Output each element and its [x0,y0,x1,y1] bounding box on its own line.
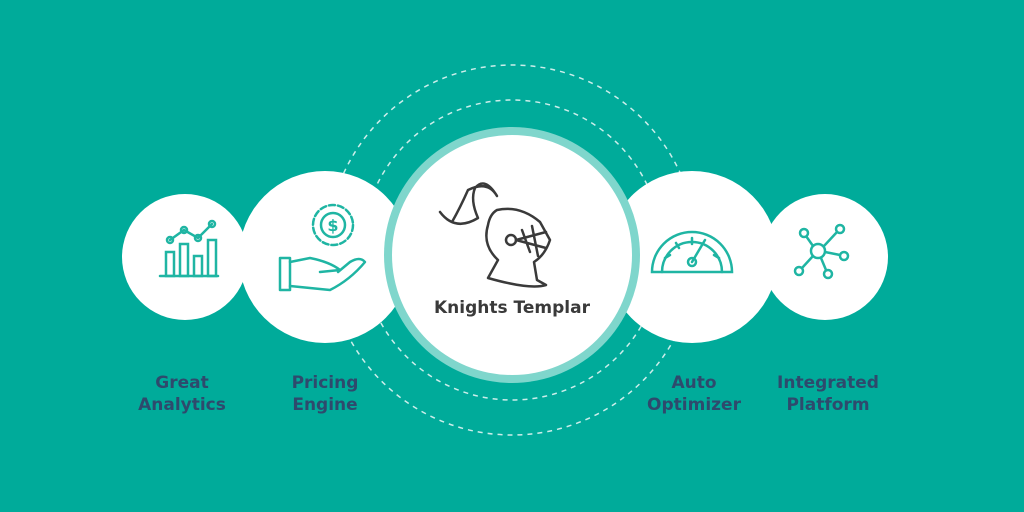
label-line: Integrated [777,373,879,393]
feature-label-auto-optimizer: Auto Optimizer [614,372,774,416]
svg-text:$: $ [327,216,338,235]
label-line: Analytics [138,395,226,415]
pricing-engine-circle [239,171,411,343]
knights-templar-circle [392,135,632,375]
bar-chart-trend-icon [158,219,220,278]
speedometer-icon [650,230,734,274]
label-line: Great [155,373,209,393]
feature-label-integrated-platform: Integrated Platform [748,372,908,416]
great-analytics-circle [122,194,248,320]
integrated-platform-circle [762,194,888,320]
feature-label-pricing-engine: Pricing Engine [245,372,405,416]
network-hub-icon [793,223,850,280]
center-title: Knights Templar [434,298,590,318]
knight-helmet-icon [438,182,552,288]
label-line: Pricing [291,373,359,393]
label-line: Optimizer [647,395,741,415]
hand-dollar-gear-icon: $ [278,203,367,292]
label-line: Engine [292,395,358,415]
label-line: Platform [786,395,870,415]
feature-label-great-analytics: Great Analytics [102,372,262,416]
label-line: Auto [671,373,717,393]
